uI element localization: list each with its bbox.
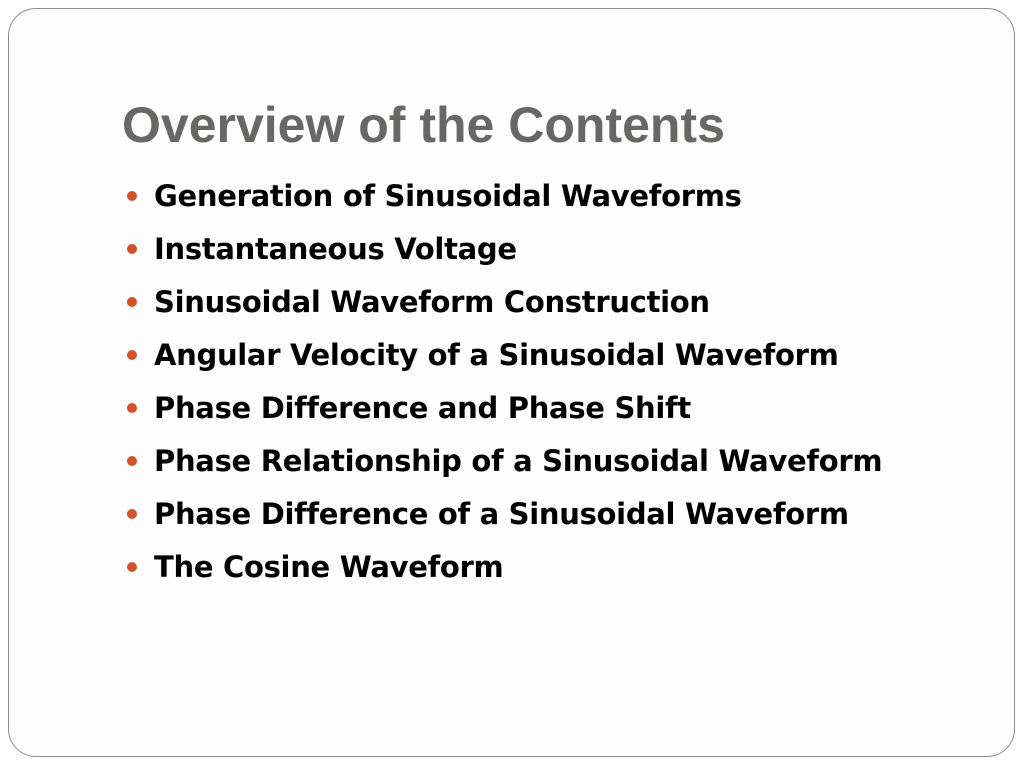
- list-item: Generation of Sinusoidal Waveforms: [127, 170, 882, 223]
- bullet-icon: [127, 297, 137, 307]
- list-item: Phase Relationship of a Sinusoidal Wavef…: [127, 435, 883, 488]
- list-item: Phase Difference of a Sinusoidal Wavefor…: [127, 488, 882, 541]
- list-item-label: Phase Relationship of a Sinusoidal Wavef…: [154, 444, 883, 478]
- list-item-label: Phase Difference of a Sinusoidal Wavefor…: [154, 497, 849, 531]
- bullet-icon: [127, 244, 137, 254]
- slide-frame: Overview of the Contents Generation of S…: [8, 8, 1015, 757]
- bullet-icon: [127, 191, 137, 201]
- list-item-label: The Cosine Waveform: [154, 550, 504, 584]
- list-item: Phase Difference and Phase Shift: [127, 382, 882, 435]
- list-item-label: Sinusoidal Waveform Construction: [154, 285, 710, 319]
- list-item: Instantaneous Voltage: [127, 223, 882, 276]
- list-item-label: Angular Velocity of a Sinusoidal Wavefor…: [154, 338, 839, 372]
- bullet-icon: [127, 350, 137, 360]
- contents-list: Generation of Sinusoidal Waveforms Insta…: [127, 170, 883, 594]
- bullet-icon: [127, 562, 137, 572]
- list-item-label: Phase Difference and Phase Shift: [154, 391, 691, 425]
- list-item: Angular Velocity of a Sinusoidal Wavefor…: [127, 329, 882, 382]
- list-item-label: Instantaneous Voltage: [154, 232, 517, 266]
- list-item: The Cosine Waveform: [127, 541, 882, 594]
- list-item-label: Generation of Sinusoidal Waveforms: [154, 179, 742, 213]
- bullet-icon: [127, 403, 137, 413]
- bullet-icon: [127, 456, 137, 466]
- slide-title: Overview of the Contents: [122, 97, 725, 153]
- bullet-icon: [127, 509, 137, 519]
- list-item: Sinusoidal Waveform Construction: [127, 276, 882, 329]
